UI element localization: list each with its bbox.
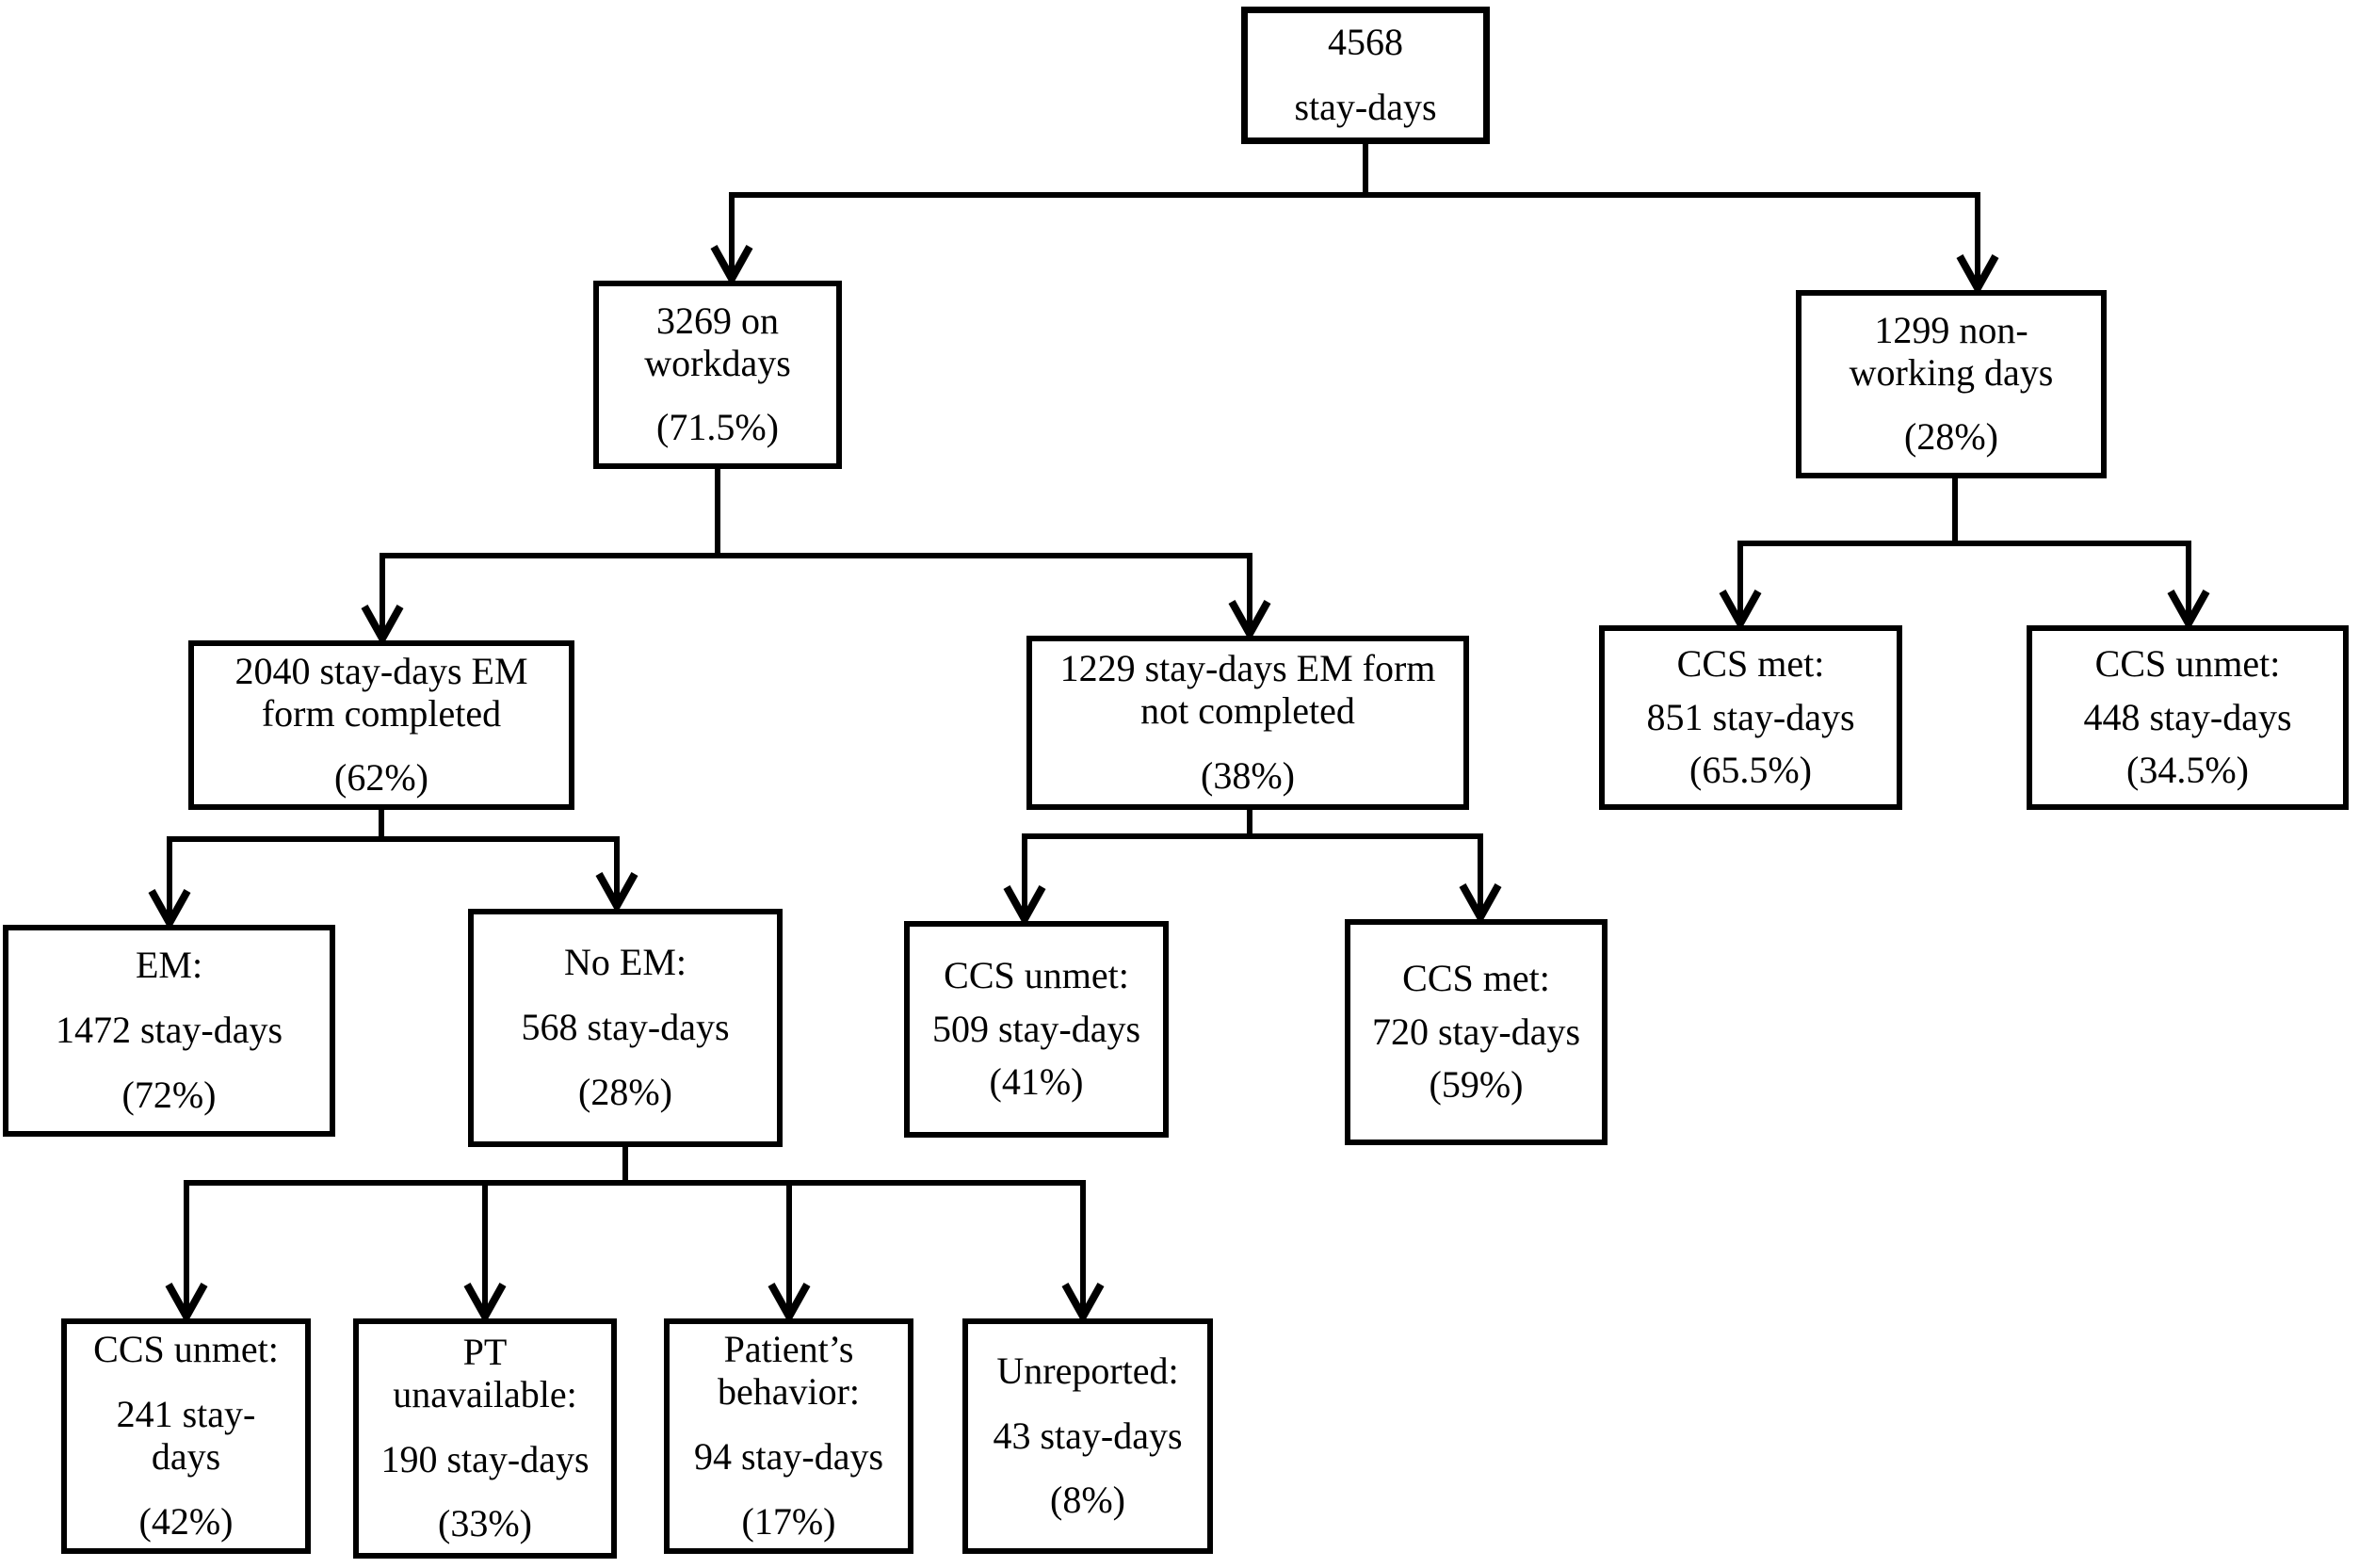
node-line: (71.5%): [656, 406, 779, 449]
node-line: workdays: [644, 341, 791, 384]
node-line: 1299 non-: [1874, 308, 2028, 351]
node-line: 2040 stay-days EM: [234, 649, 528, 692]
edge-em-completed-split: [167, 808, 620, 923]
node-line: 43 stay-days: [993, 1414, 1183, 1457]
node-ccs-met-851: CCS met: 851 stay-days (65.5%): [1599, 625, 1902, 810]
arrowhead-icon: [1061, 1283, 1105, 1325]
node-line: 568 stay-days: [521, 1006, 730, 1049]
node-line: CCS met:: [1676, 641, 1825, 685]
arrowhead-icon: [463, 1283, 507, 1325]
node-total-stay-days: 4568 stay-days: [1241, 7, 1490, 144]
node-ccs-unmet-241: CCS unmet: 241 stay- days (42%): [61, 1318, 311, 1554]
node-line: unavailable:: [393, 1372, 577, 1415]
node-line: 4568: [1328, 21, 1403, 64]
arrowhead-icon: [361, 605, 404, 647]
arrowhead-icon: [1228, 600, 1271, 642]
node-line: (65.5%): [1689, 749, 1812, 792]
arrowhead-icon: [1003, 885, 1046, 928]
node-ccs-unmet-448: CCS unmet: 448 stay-days (34.5%): [2027, 625, 2349, 810]
node-line: 720 stay-days: [1371, 1010, 1581, 1053]
node-line: (38%): [1201, 753, 1295, 797]
node-non-working-days: 1299 non- working days (28%): [1796, 290, 2107, 478]
node-workdays: 3269 on workdays (71.5%): [593, 281, 842, 469]
arrowhead-icon: [1719, 590, 1762, 632]
node-line: CCS unmet:: [944, 953, 1129, 996]
node-line: (28%): [578, 1070, 672, 1113]
node-line: (28%): [1904, 415, 1998, 459]
node-line: (72%): [121, 1073, 217, 1116]
node-line: (42%): [138, 1499, 234, 1543]
node-line: (8%): [1050, 1479, 1125, 1522]
node-line: (17%): [741, 1499, 836, 1543]
node-line: CCS met:: [1402, 956, 1550, 999]
node-line: (34.5%): [2126, 749, 2249, 792]
node-line: CCS unmet:: [93, 1328, 279, 1371]
arrowhead-icon: [165, 1283, 208, 1325]
node-line: form completed: [261, 691, 502, 735]
arrowhead-icon: [710, 245, 753, 287]
node-line: No EM:: [564, 941, 687, 984]
arrowhead-icon: [767, 1283, 811, 1325]
node-line: stay-days: [1294, 86, 1437, 128]
arrowhead-icon: [595, 872, 638, 914]
node-line: 3269 on: [656, 299, 779, 342]
node-line: working days: [1849, 350, 2054, 394]
node-line: 190 stay-days: [380, 1437, 590, 1480]
node-line: (33%): [438, 1502, 532, 1545]
node-line: 1229 stay-days EM form: [1059, 647, 1436, 690]
node-ccs-unmet-509: CCS unmet: 509 stay-days (41%): [904, 921, 1169, 1138]
node-line: 94 stay-days: [693, 1435, 884, 1478]
arrowhead-icon: [1956, 254, 1999, 297]
node-line: days: [151, 1435, 221, 1478]
node-em-form-not-completed: 1229 stay-days EM form not completed (38…: [1026, 636, 1469, 810]
node-line: EM:: [135, 944, 203, 987]
node-line: 1472 stay-days: [55, 1009, 283, 1052]
edge-no-em-split: [184, 1146, 1086, 1317]
node-em-1472: EM: 1472 stay-days (72%): [3, 925, 335, 1137]
node-line: (59%): [1429, 1063, 1524, 1107]
node-line: CCS unmet:: [2094, 641, 2281, 685]
node-line: 448 stay-days: [2083, 695, 2292, 738]
node-line: 241 stay-: [116, 1393, 256, 1436]
node-line: 509 stay-days: [931, 1007, 1141, 1050]
node-pt-unavailable: PT unavailable: 190 stay-days (33%): [353, 1318, 617, 1559]
node-line: Unreported:: [996, 1349, 1179, 1392]
arrowhead-icon: [148, 889, 191, 931]
node-no-em-568: No EM: 568 stay-days (28%): [468, 909, 783, 1147]
node-line: (62%): [334, 756, 428, 800]
node-em-form-completed: 2040 stay-days EM form completed (62%): [188, 640, 574, 810]
edge-em-not-completed-split: [1022, 809, 1483, 919]
edge-root-split: [729, 143, 1980, 288]
edge-nonworking-split: [1737, 477, 2191, 623]
node-ccs-met-720: CCS met: 720 stay-days (59%): [1345, 919, 1608, 1145]
node-line: 851 stay-days: [1646, 695, 1855, 738]
node-unreported: Unreported: 43 stay-days (8%): [962, 1318, 1213, 1554]
node-line: behavior:: [717, 1370, 861, 1414]
arrowhead-icon: [1459, 883, 1502, 926]
node-line: (41%): [989, 1060, 1084, 1104]
edge-workdays-split: [380, 468, 1252, 639]
node-line: Patient’s: [723, 1328, 854, 1371]
arrowhead-icon: [2167, 590, 2210, 632]
node-line: PT: [462, 1330, 508, 1373]
node-line: not completed: [1140, 689, 1355, 733]
node-patients-behavior: Patient’s behavior: 94 stay-days (17%): [664, 1318, 913, 1554]
